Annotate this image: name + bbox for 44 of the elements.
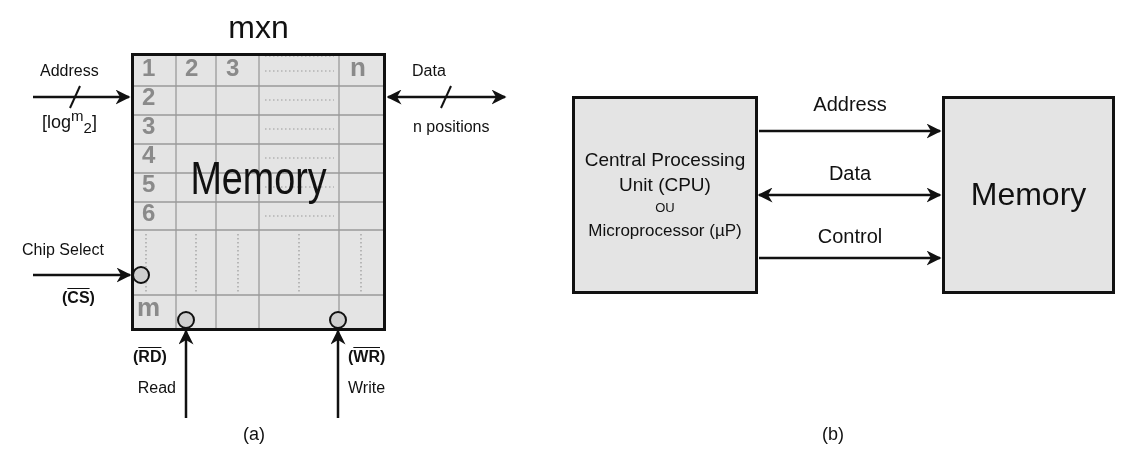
arrow [759,250,942,266]
grid-index: 3 [142,112,156,140]
edge-label: Control [816,225,884,248]
grid-index: 6 [142,199,156,227]
grid-index: 3 [226,54,240,82]
bus-width-formula: [log$^{m}$$_{2}$] [42,107,97,136]
edge-label: Data [412,62,447,80]
arrow [757,187,942,203]
inversion-bubble [329,311,347,329]
grid-index: 5 [142,170,156,198]
edge-label: Write [348,379,387,397]
signal-name: (RD) [133,348,167,366]
arrow [33,85,131,109]
arrow [330,329,346,418]
block-label: Memory [970,175,1087,215]
signal-name: (CS) [62,289,95,307]
arrow [759,123,942,139]
grid-index: 2 [185,54,199,82]
grid-index: 1 [142,54,156,82]
edge-label: Read [136,379,176,397]
signal-name: (WR) [348,348,386,366]
grid-index: m [137,292,161,323]
bus-width-note: n positions [413,118,490,136]
block-box [572,96,758,294]
arrow [178,329,194,418]
block-box [942,96,1115,294]
array-size-heading: mxn [227,9,290,46]
edge-label: Address [40,62,100,80]
grid-index: n [350,52,366,83]
edge-label: Chip Select [22,241,105,259]
memory-label: Memory [189,151,328,205]
figure-caption: (a) [243,424,265,445]
block-label: OU [655,200,675,218]
grid-index: 2 [142,83,156,111]
grid-index: 4 [142,141,156,169]
edge-label: Data [827,162,873,185]
arrow [33,267,132,283]
block-label: Central Processing Unit (CPU) [583,147,747,197]
inversion-bubble [132,266,150,284]
arrow [386,85,507,109]
figure-caption: (b) [822,424,844,445]
edge-label: Address [812,93,888,116]
block-label: Microprocessor (µP) [588,220,742,243]
inversion-bubble [177,311,195,329]
